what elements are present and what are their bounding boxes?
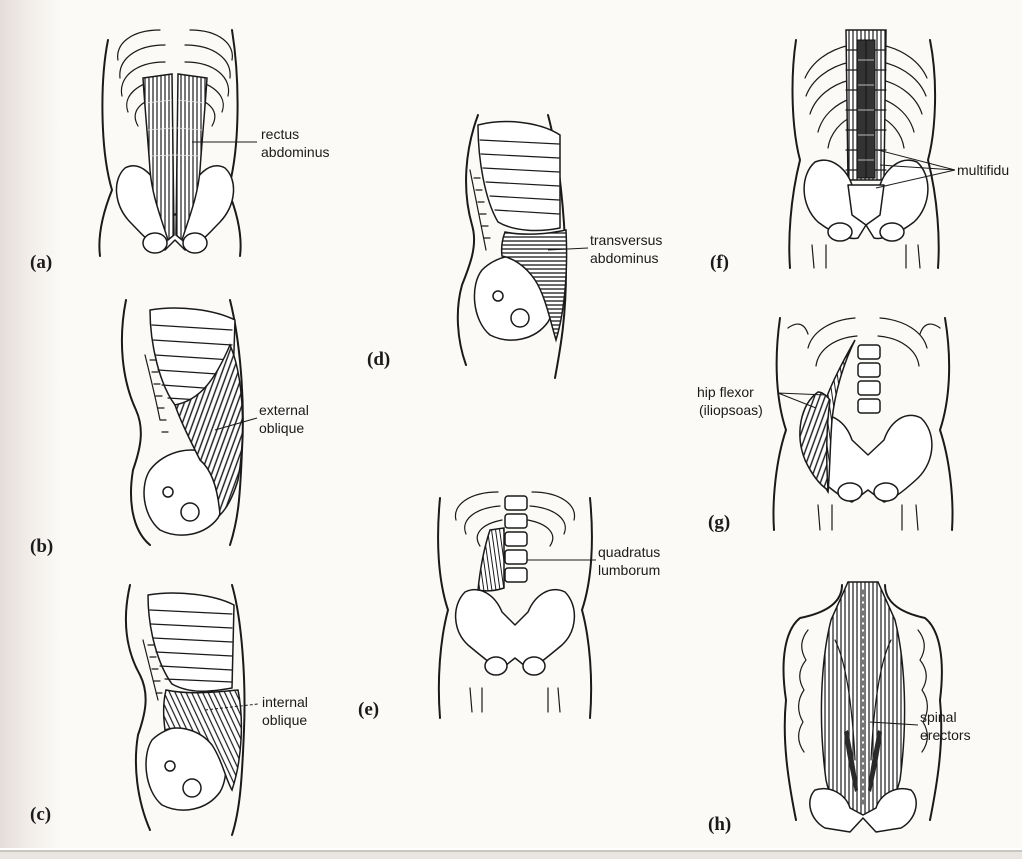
panel-b-label: (b) (30, 536, 53, 557)
panel-a-muscle-label-line2: abdominus (261, 144, 330, 160)
spine (505, 496, 527, 582)
quadratus-muscle (478, 528, 504, 591)
rib-cage (148, 593, 234, 691)
panel-d-label: (d) (367, 349, 390, 370)
panel-h-label: (h) (708, 814, 731, 835)
multifidu-muscle (857, 40, 875, 178)
panel-g-muscle-label-line2: (iliopsoas) (699, 402, 763, 418)
panel-h-spinal-erectors: (h) spinal erectors (708, 582, 971, 835)
panel-d-transversus-abdominus: (d) transversus abdominus (367, 115, 662, 378)
panel-d-muscle-label-line2: abdominus (590, 250, 659, 266)
panel-b-muscle-label-line2: oblique (259, 420, 304, 436)
panel-f-muscle-label: multifidu (957, 162, 1009, 178)
spine (858, 345, 880, 413)
panel-g-muscle-label-line1: hip flexor (697, 384, 754, 400)
panel-a-rectus-abdominus: (a) rectus abdominus (30, 30, 330, 273)
panel-b-external-oblique: (b) external oblique (30, 300, 309, 557)
panel-e-quadratus-lumborum: (e) quadratus lumborum (358, 492, 660, 720)
panel-a-label: (a) (30, 252, 52, 273)
panel-e-label: (e) (358, 699, 379, 720)
pelvis (116, 166, 233, 253)
erector-spinae-muscle (821, 582, 904, 815)
page-bottom-rule (0, 848, 1022, 859)
panel-a-muscle-label-line1: rectus (261, 126, 299, 142)
pelvis (456, 590, 575, 712)
panel-f-multifidu: (f) multifidu (710, 30, 1009, 273)
rib-cage (478, 122, 560, 231)
panel-d-muscle-label-line1: transversus (590, 232, 662, 248)
panel-e-muscle-label-line2: lumborum (598, 562, 660, 578)
panel-c-muscle-label-line1: internal (262, 694, 308, 710)
panel-c-muscle-label-line2: oblique (262, 712, 307, 728)
panel-c-label: (c) (30, 804, 51, 825)
panel-g-hip-flexor: (g) hip flexor (iliopsoas) (697, 318, 953, 533)
panel-g-label: (g) (708, 512, 730, 533)
panel-c-internal-oblique: (c) internal oblique (30, 585, 308, 835)
panel-b-muscle-label-line1: external (259, 402, 309, 418)
panel-h-muscle-label-line1: spinal (920, 709, 957, 725)
panel-e-muscle-label-line1: quadratus (598, 544, 660, 560)
panel-h-muscle-label-line2: erectors (920, 727, 971, 743)
panel-f-label: (f) (710, 252, 729, 273)
rib-cage (118, 30, 233, 126)
